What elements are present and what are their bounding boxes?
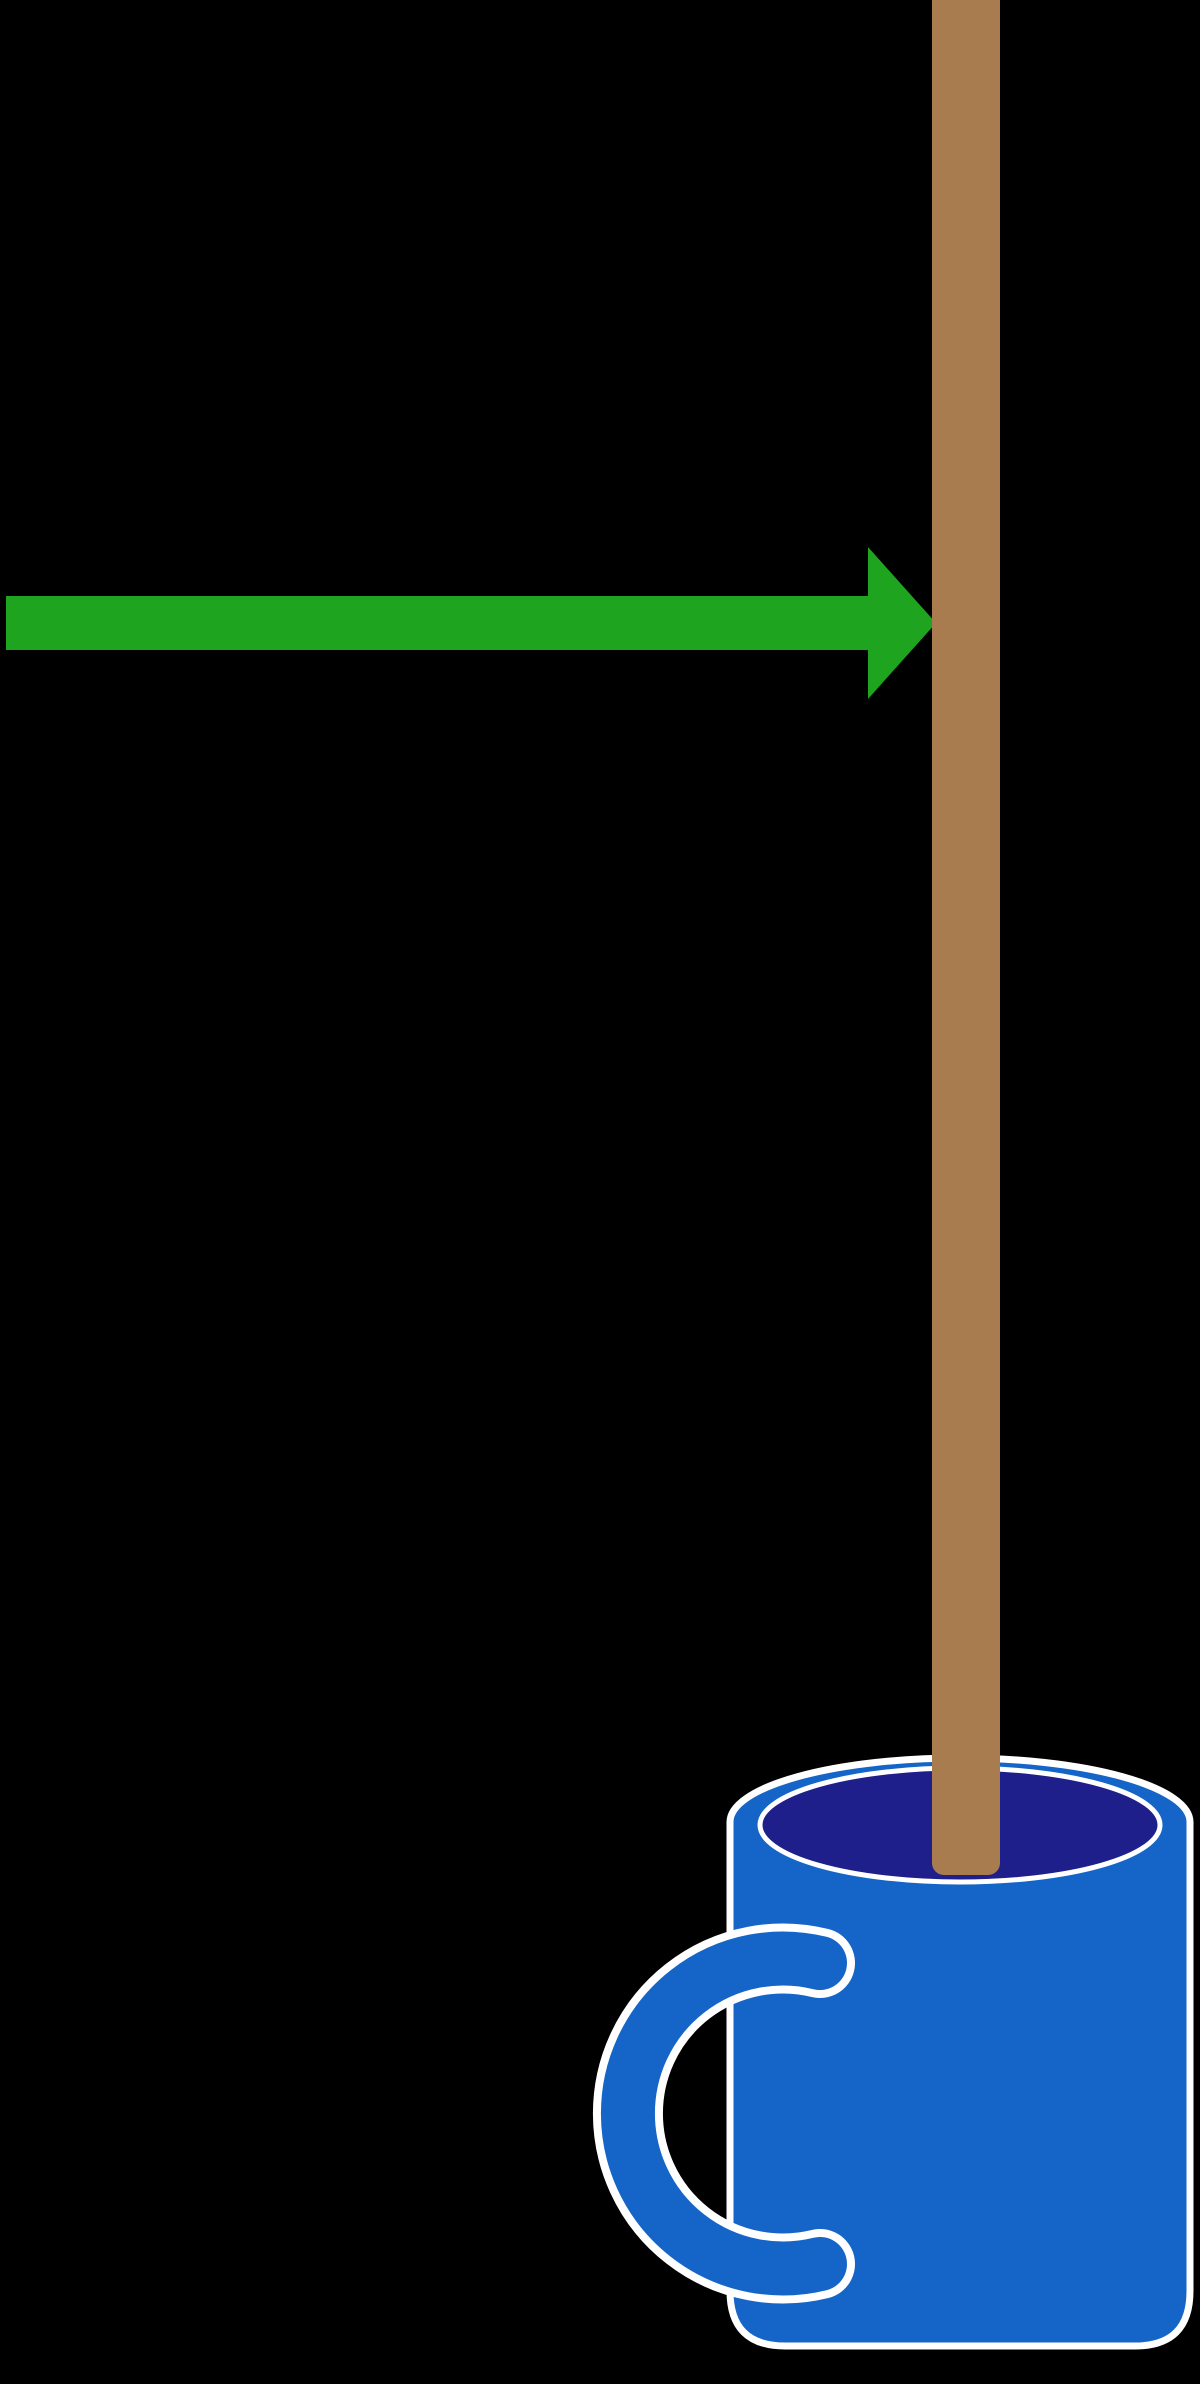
force-arrow-icon: [6, 547, 936, 699]
stick: [932, 0, 1000, 1875]
mug-body: [726, 1754, 1194, 2350]
mug-handle: [601, 1931, 847, 2296]
